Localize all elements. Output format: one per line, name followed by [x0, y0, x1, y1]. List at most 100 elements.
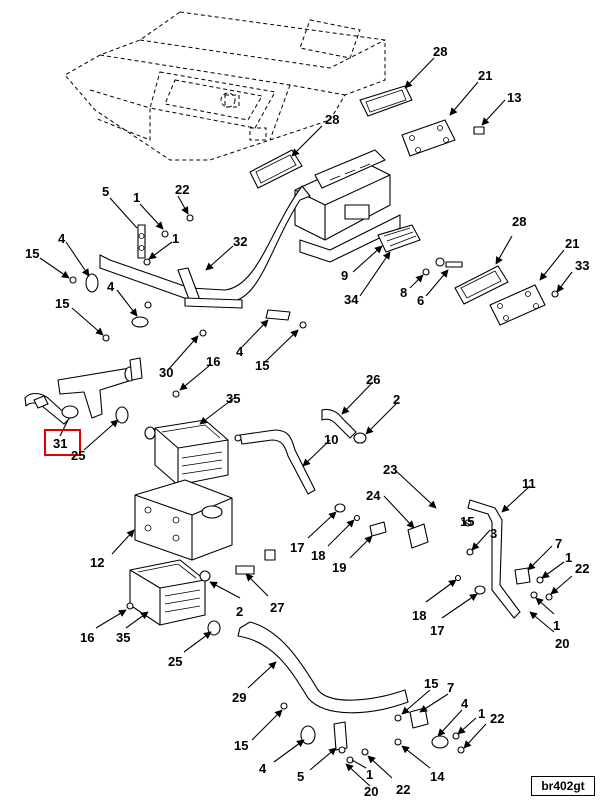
callout-label: 1 [565, 550, 572, 565]
callout-label: 15 [25, 246, 39, 261]
muffler-35-lower [129, 559, 206, 626]
fitting-24 [407, 523, 429, 549]
callout-label: 22 [396, 782, 410, 797]
fitting-top [264, 549, 276, 561]
gasket-upper [359, 85, 413, 117]
callout-label: 24 [366, 488, 381, 503]
clamp-lower [131, 316, 149, 328]
callout-label: 1 [133, 190, 140, 205]
callout-label: 27 [270, 600, 284, 615]
fitting-2-upper [353, 432, 367, 444]
callout-label: 32 [233, 234, 247, 249]
callout-label: 22 [575, 561, 589, 576]
callout-label: 21 [565, 236, 579, 251]
muffler-35-upper [144, 419, 229, 486]
callout-label: 4 [107, 279, 115, 294]
callout-label: 4 [58, 231, 66, 246]
bracket-7-right [514, 567, 531, 585]
callout-label: 19 [332, 560, 346, 575]
fitting-17-left [334, 503, 346, 513]
callout-label: 15 [460, 514, 474, 529]
callout-label: 35 [116, 630, 130, 645]
callout-label: 25 [168, 654, 182, 669]
callout-label: 3 [490, 526, 497, 541]
callout-label: 8 [400, 285, 407, 300]
tailpipe-31 [24, 392, 79, 425]
callout-label: 29 [232, 690, 246, 705]
clamp-25-upper [115, 406, 129, 424]
housing-12 [134, 479, 233, 561]
callout-label: 21 [478, 68, 492, 83]
clamp-4-bottom-right [431, 735, 449, 749]
diagram-id-label: br402gt [531, 776, 595, 796]
callout-label: 11 [522, 476, 536, 491]
callout-label: 28 [325, 112, 339, 127]
callout-label: 15 [255, 358, 269, 373]
callout-label: 6 [417, 293, 424, 308]
callout-label: 15 [55, 296, 69, 311]
fitting-2-lower [199, 570, 211, 582]
callout-label: 4 [259, 761, 267, 776]
callout-label: 26 [366, 372, 380, 387]
callout-label: 23 [383, 462, 397, 477]
callout-label: 17 [430, 623, 444, 638]
callout-label: 35 [226, 391, 240, 406]
callout-label: 7 [447, 680, 454, 695]
gasket-lower [454, 265, 509, 305]
callout-label: 14 [430, 769, 445, 784]
hose-10 [239, 429, 316, 495]
bracket-5-bottom [333, 721, 348, 751]
callout-label: 17 [290, 540, 304, 555]
callout-label: 12 [90, 555, 104, 570]
fitting-27 [235, 565, 255, 575]
callout-label: 25 [71, 448, 85, 463]
callout-label: 5 [297, 769, 304, 784]
callout-label: 30 [159, 365, 173, 380]
callout-label: 34 [344, 292, 359, 307]
callout-label: 9 [341, 268, 348, 283]
callout-label: 1 [172, 231, 179, 246]
exhaust-pipe-29 [237, 621, 409, 714]
callout-label: 1 [553, 618, 560, 633]
callout-label: 22 [490, 711, 504, 726]
callout-label: 2 [236, 604, 243, 619]
bolt-13 [473, 126, 485, 135]
hose-26 [321, 408, 357, 439]
callout-label: 10 [324, 432, 338, 447]
callout-label: 4 [461, 696, 469, 711]
callout-label: 16 [206, 354, 220, 369]
fitting-17-right [474, 585, 486, 595]
frame-assembly [64, 11, 386, 161]
leader-lines [39, 57, 573, 787]
grille-34 [377, 224, 421, 253]
clamp-4-bottom-left [300, 725, 316, 745]
hose-11 [467, 499, 521, 619]
clamp-25-lower [207, 620, 221, 636]
callout-label: 2 [393, 392, 400, 407]
callout-label: 28 [433, 44, 447, 59]
callout-label: 1 [366, 767, 373, 782]
callout-label: 15 [424, 676, 438, 691]
bracket-mid [177, 267, 243, 309]
plate-lower [489, 284, 546, 326]
clamp-4-mid [265, 309, 291, 321]
exhaust-pipe-32 [99, 185, 311, 303]
callout-label: 20 [364, 784, 378, 799]
clamp-left [85, 273, 99, 293]
callout-label: 28 [512, 214, 526, 229]
callout-labels: 28 21 13 28 5 22 1 1 4 32 15 4 15 28 21 … [25, 44, 589, 799]
callout-label: 22 [175, 182, 189, 197]
small-hardware [69, 214, 559, 764]
pin-6 [445, 261, 463, 268]
exhaust-pipe-30 [57, 357, 143, 419]
callout-label: 16 [80, 630, 94, 645]
plate-upper [401, 119, 456, 157]
callout-label: 5 [102, 184, 109, 199]
callout-label: 18 [412, 608, 426, 623]
callout-31-highlight [44, 429, 81, 456]
bracket-5 [137, 224, 146, 259]
fitting-19 [369, 521, 387, 537]
callout-label: 20 [555, 636, 569, 651]
callout-label: 1 [478, 706, 485, 721]
